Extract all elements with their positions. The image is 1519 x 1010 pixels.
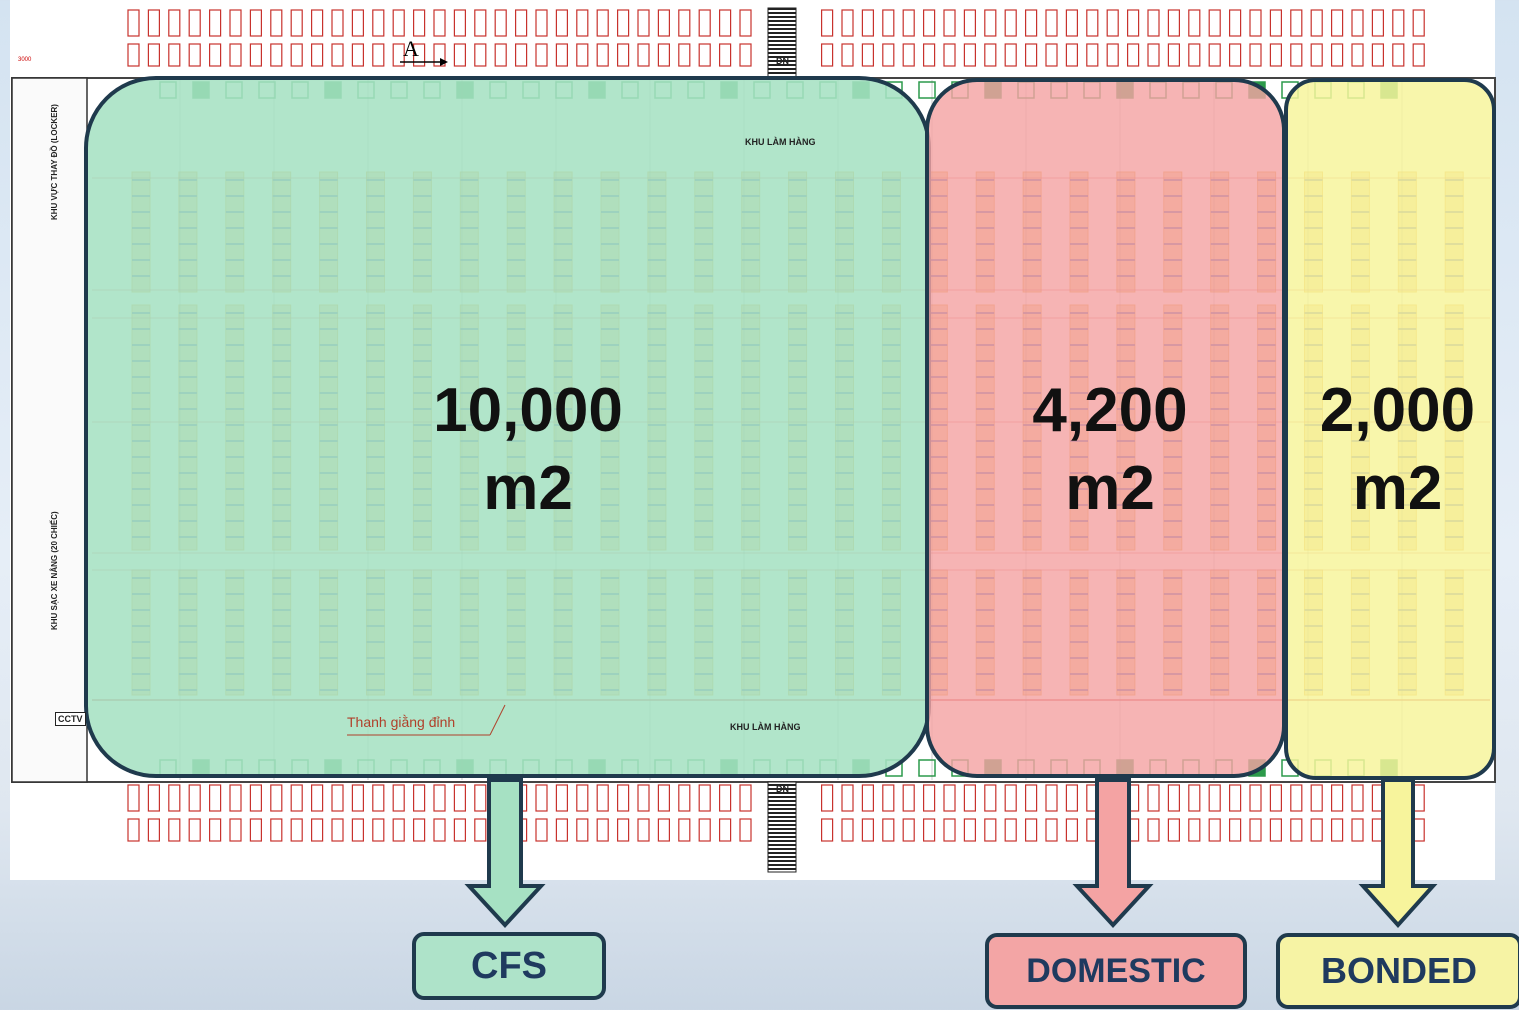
stair-top [767, 7, 797, 79]
tag-bonded: BONDED [1276, 933, 1519, 1009]
zone-cfs-area: 10,000 m2 [418, 372, 638, 528]
cfs-area-value: 10,000 [433, 376, 623, 445]
bonded-area-value: 2,000 [1319, 376, 1476, 445]
tag-domestic: DOMESTIC [985, 933, 1247, 1009]
section-mark: A [403, 36, 419, 61]
scale-label: 3000 [18, 57, 32, 63]
cfs-area-unit: m2 [483, 454, 573, 523]
beam-note: Thanh giằng đỉnh [347, 714, 456, 730]
cctv-label: CCTV [55, 712, 86, 726]
locker-label: KHU VỰC THAY ĐỒ (LOCKER) [50, 104, 59, 220]
arrow-bonded [1358, 778, 1438, 928]
stair-bottom [767, 781, 797, 873]
bonded-area-unit: m2 [1352, 454, 1443, 523]
dn-bottom-label: DN [776, 784, 789, 794]
dn-top-label: DN [776, 56, 789, 66]
truck-row-top [127, 9, 1425, 67]
tag-cfs: CFS [412, 932, 606, 1000]
domestic-area-unit: m2 [1065, 454, 1155, 523]
arrow-cfs [464, 778, 546, 928]
work-area-bottom-label: KHU LÀM HÀNG [730, 722, 801, 732]
arrow-domestic [1072, 778, 1154, 928]
domestic-area-value: 4,200 [1032, 376, 1188, 445]
charging-label: KHU SẠC XE NÂNG (20 CHIẾC) [50, 511, 59, 630]
office-strip [11, 77, 88, 783]
zone-bonded-area: 2,000 m2 [1300, 372, 1495, 528]
zone-domestic-area: 4,200 m2 [1010, 372, 1210, 528]
work-area-top-label: KHU LÀM HÀNG [745, 137, 816, 147]
